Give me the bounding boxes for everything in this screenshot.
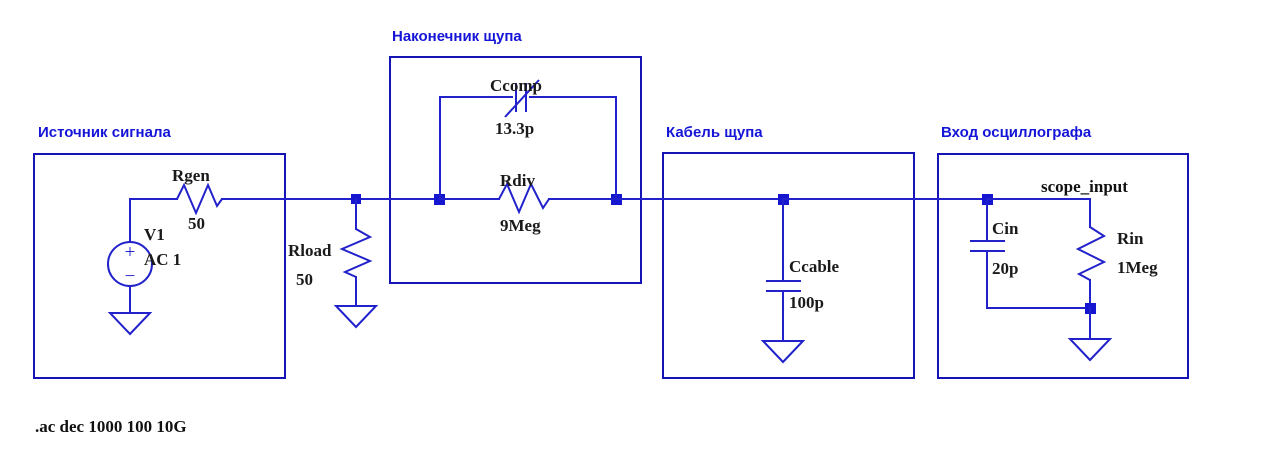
ground-symbol-v1 bbox=[107, 312, 153, 336]
group-box-scope-input bbox=[937, 153, 1189, 379]
capacitor-ccomp-adjust-slash bbox=[504, 79, 540, 118]
resistor-rgen-body bbox=[176, 182, 223, 216]
resistor-rin-body bbox=[1075, 226, 1107, 281]
group-box-probe-tip bbox=[389, 56, 642, 284]
net-label-scope-input: scope_input bbox=[1041, 177, 1128, 196]
label-rload-name: Rload bbox=[288, 241, 332, 260]
label-rin-value: 1Meg bbox=[1117, 258, 1158, 277]
ground-symbol-rload bbox=[333, 305, 379, 329]
label-v1-value: AC 1 bbox=[144, 250, 181, 269]
group-title-signal-source: Источник сигнала bbox=[38, 124, 171, 141]
group-box-signal-source bbox=[33, 153, 286, 379]
wire-ccomp-left-branch bbox=[439, 96, 513, 200]
label-cin-name: Cin bbox=[992, 219, 1019, 238]
label-rload-value: 50 bbox=[296, 270, 313, 289]
label-ccable-name: Ccable bbox=[789, 257, 840, 276]
label-rin-name: Rin bbox=[1117, 229, 1144, 248]
wire-ccomp-right-branch bbox=[529, 96, 617, 200]
voltage-source-plus-sign: + bbox=[125, 242, 136, 263]
label-ccomp-name: Ccomp bbox=[490, 76, 542, 95]
group-title-probe-tip: Наконечник щупа bbox=[392, 28, 522, 45]
wire-cin-to-bottom-rail bbox=[986, 250, 1091, 309]
label-rgen-name: Rgen bbox=[172, 166, 210, 185]
label-cin-value: 20p bbox=[992, 259, 1018, 278]
label-rgen-value: 50 bbox=[188, 214, 205, 233]
label-v1-name: V1 bbox=[144, 225, 165, 244]
label-rdiv-value: 9Meg bbox=[500, 216, 541, 235]
spice-directive: .ac dec 1000 100 10G bbox=[35, 417, 187, 436]
resistor-rdiv-body bbox=[498, 181, 550, 215]
label-ccable-value: 100p bbox=[789, 293, 824, 312]
wire-v1-to-rgen bbox=[129, 198, 171, 243]
label-rdiv-name: Rdiv bbox=[500, 171, 535, 190]
ground-symbol-scope bbox=[1067, 338, 1113, 362]
resistor-rload-body bbox=[339, 228, 373, 278]
label-ccomp-value: 13.3p bbox=[495, 119, 534, 138]
group-box-probe-cable bbox=[662, 152, 915, 379]
voltage-source-minus-sign: − bbox=[125, 266, 136, 287]
group-title-scope-input: Вход осциллографа bbox=[941, 124, 1092, 141]
ground-symbol-ccable bbox=[760, 340, 806, 364]
group-title-probe-cable: Кабель щупа bbox=[666, 124, 763, 141]
